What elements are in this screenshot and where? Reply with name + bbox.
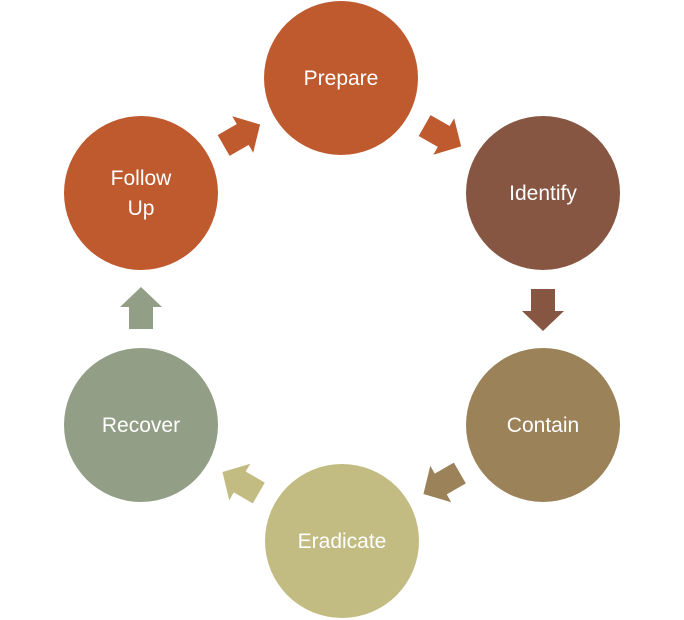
node-label: Contain [507,414,579,437]
arrows-layer [120,115,564,504]
node-label: Follow [111,167,173,190]
node-eradicate: Eradicate [265,464,419,618]
node-circle [264,1,418,155]
arrow-identify-to-contain-icon [522,289,564,331]
node-circle [64,116,218,270]
node-label: Identify [509,182,577,205]
node-circle [466,116,620,270]
node-circle [466,348,620,502]
node-label: Prepare [304,67,379,90]
node-contain: Contain [466,348,620,502]
node-circle [64,348,218,502]
node-label: Eradicate [298,530,387,553]
arrow-contain-to-eradicate-icon [423,462,466,503]
node-prepare: Prepare [264,1,418,155]
node-label: Recover [102,414,180,437]
node-circle [265,464,419,618]
node-label: Up [128,197,155,220]
arrow-recover-to-follow-up-icon [120,287,162,329]
arrow-eradicate-to-recover-icon [222,463,265,504]
arrow-prepare-to-identify-icon [418,115,462,155]
node-recover: Recover [64,348,218,502]
node-identify: Identify [466,116,620,270]
arrow-follow-up-to-prepare-icon [217,116,261,156]
